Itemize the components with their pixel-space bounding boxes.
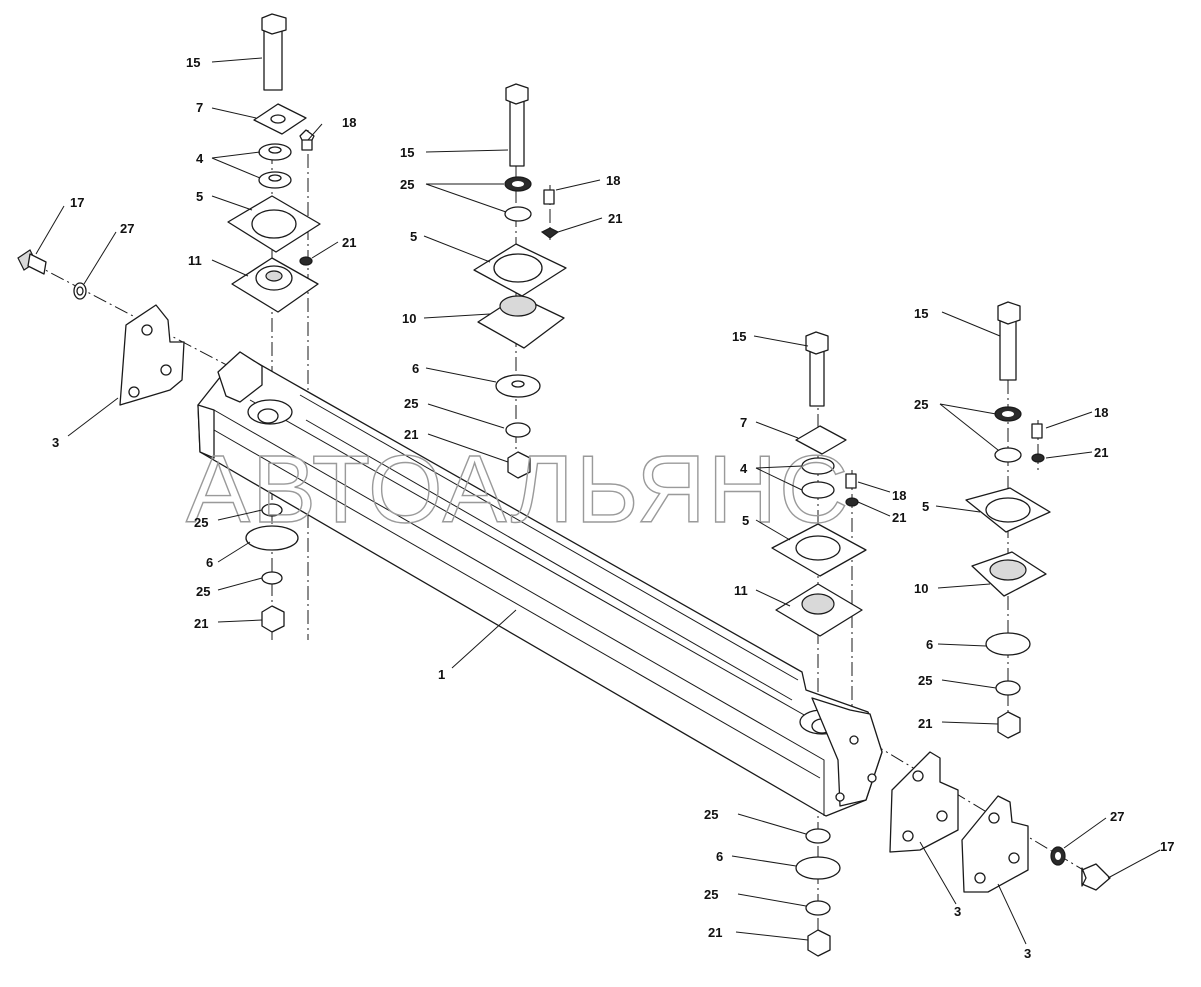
callout-15: 15 (186, 55, 200, 70)
callout-15: 15 (400, 145, 414, 160)
callout-26: 21 (1094, 445, 1108, 460)
callout-21: 21 (708, 925, 722, 940)
callout-25: 25 (194, 515, 208, 530)
callout-11: 11 (734, 583, 748, 598)
callout-7: 7 (740, 415, 747, 430)
callout-26: 21 (892, 510, 906, 525)
callout-18: 18 (892, 488, 906, 503)
callout-21: 21 (404, 427, 418, 442)
callout-25: 25 (704, 887, 718, 902)
callout-21: 21 (918, 716, 932, 731)
callout-26: 21 (342, 235, 356, 250)
side-plate-left (119, 304, 185, 406)
callout-25: 25 (404, 396, 418, 411)
callout-6: 6 (412, 361, 419, 376)
callout-27: 27 (120, 221, 134, 236)
callout-21: 21 (194, 616, 208, 631)
callout-25: 25 (918, 673, 932, 688)
callout-18: 18 (342, 115, 356, 130)
stack-far-right (965, 301, 1051, 739)
callout-5: 5 (196, 189, 203, 204)
callout-3: 3 (954, 904, 961, 919)
callout-18: 18 (1094, 405, 1108, 420)
watermark-text: АВТОАЛЬЯНС (186, 436, 850, 543)
callout-15: 15 (732, 329, 746, 344)
callout-10: 10 (914, 581, 928, 596)
callout-3: 3 (52, 435, 59, 450)
callout-25: 25 (704, 807, 718, 822)
callout-27: 27 (1110, 809, 1124, 824)
callout-7: 7 (196, 100, 203, 115)
callout-4: 4 (740, 461, 748, 476)
callout-15: 15 (914, 306, 928, 321)
frame-beam (197, 351, 883, 817)
side-bolt-left (17, 249, 87, 300)
callout-4: 4 (196, 151, 204, 166)
callout-5: 5 (410, 229, 417, 244)
callout-6: 6 (716, 849, 723, 864)
callout-26: 21 (608, 211, 622, 226)
stack-middle-top (473, 83, 567, 479)
callout-25: 25 (400, 177, 414, 192)
callout-labels: 15 7 18 4 5 21 11 17 27 3 25 6 25 21 1 1… (35, 55, 1174, 961)
side-plate-right-2 (961, 795, 1029, 893)
callout-6: 6 (206, 555, 213, 570)
callout-1: 1 (438, 667, 445, 682)
callout-11: 11 (188, 253, 202, 268)
side-plate-right-1 (889, 751, 959, 853)
stack-right-middle (771, 331, 867, 957)
callout-18: 18 (606, 173, 620, 188)
callout-17: 17 (70, 195, 84, 210)
callout-25: 25 (196, 584, 210, 599)
callout-17: 17 (1160, 839, 1174, 854)
callout-10: 10 (402, 311, 416, 326)
callout-25: 25 (914, 397, 928, 412)
callout-3: 3 (1024, 946, 1031, 961)
callout-5: 5 (922, 499, 929, 514)
callout-6: 6 (926, 637, 933, 652)
side-bolt-right (1050, 846, 1111, 891)
callout-5: 5 (742, 513, 749, 528)
